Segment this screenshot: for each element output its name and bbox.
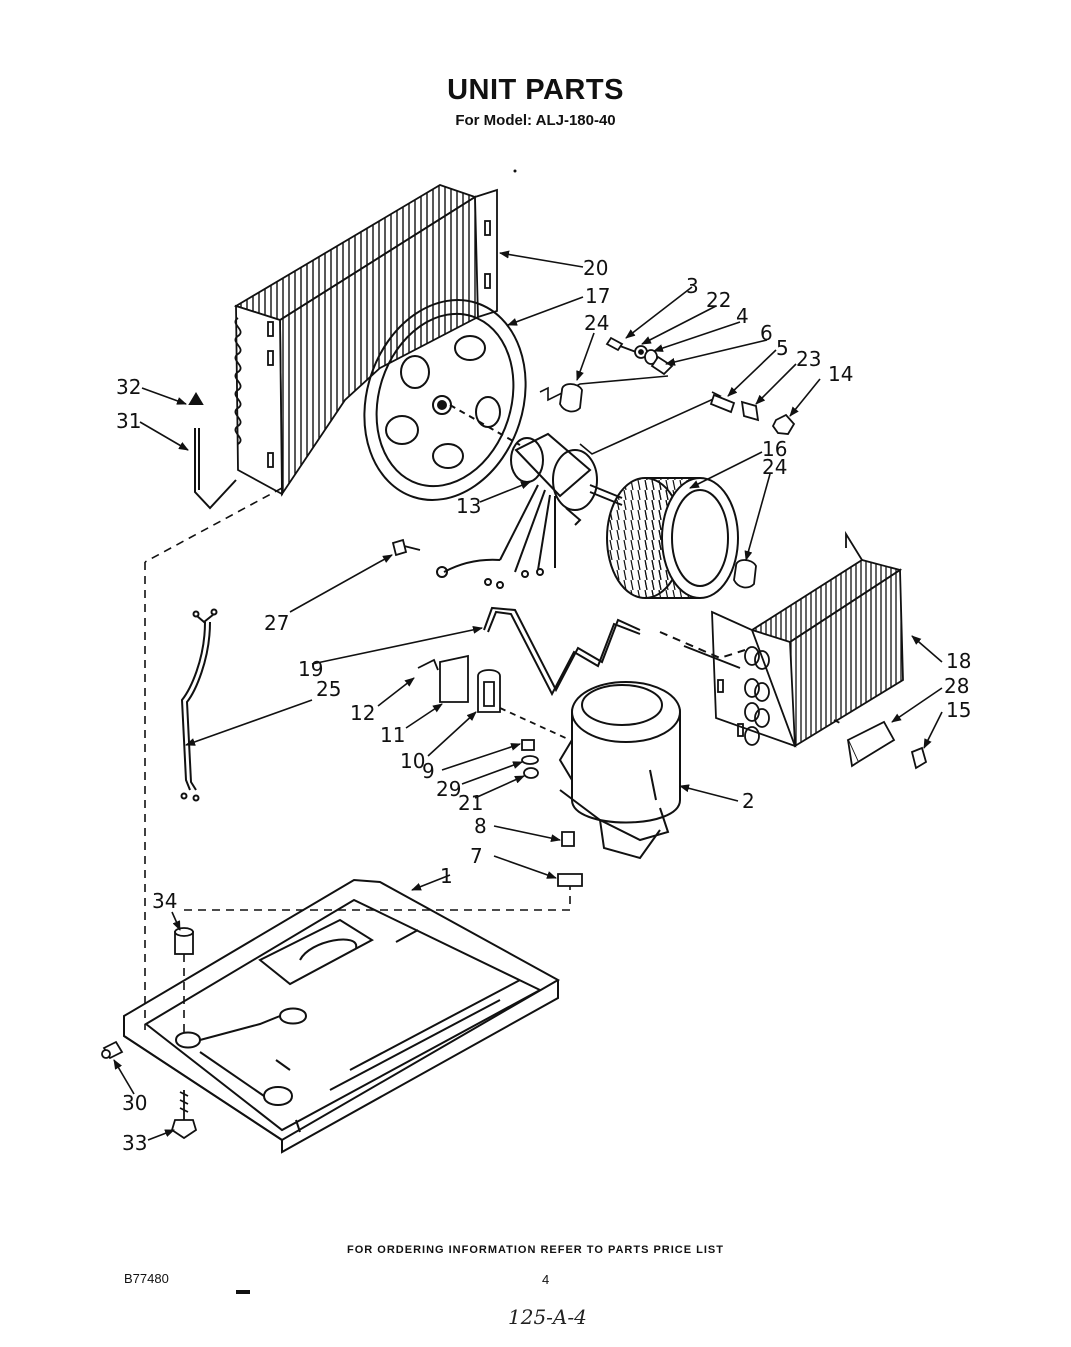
callout-24-upper: 24 [584, 311, 609, 335]
callout-28: 28 [944, 674, 969, 698]
callout-7: 7 [470, 844, 483, 868]
callout-22: 22 [706, 288, 731, 312]
callout-10: 10 [400, 749, 425, 773]
callout-27: 27 [264, 611, 289, 635]
callout-24-lower: 24 [762, 455, 787, 479]
callout-17: 17 [585, 284, 610, 308]
baffle-and-clip [833, 719, 928, 770]
motor-bracket-line [539, 375, 722, 455]
callout-19: 19 [298, 657, 323, 681]
base-pan [123, 878, 561, 1154]
alignment-lines [144, 487, 571, 1036]
refrigerant-tubing [483, 606, 746, 697]
compressor [558, 681, 681, 860]
callout-32: 32 [116, 375, 141, 399]
handwritten-reference: 125-A-4 [508, 1305, 587, 1329]
page-number: 4 [542, 1272, 550, 1287]
callout-9: 9 [422, 759, 435, 783]
capillary-tube [188, 392, 237, 510]
callout-labels: 20 17 3 22 4 6 24 5 23 14 32 31 16 24 13… [116, 256, 971, 1155]
callout-29: 29 [436, 777, 461, 801]
callout-2: 2 [742, 789, 755, 813]
fan-shroud [363, 299, 527, 501]
scan-marks [236, 169, 517, 1294]
callout-30: 30 [122, 1091, 147, 1115]
callout-23: 23 [796, 347, 821, 371]
evaporator-coil [711, 530, 904, 748]
callout-34: 34 [152, 889, 177, 913]
callout-31: 31 [116, 409, 141, 433]
model-subtitle: For Model: ALJ-180-40 [455, 112, 616, 129]
callout-16: 16 [762, 437, 787, 461]
callout-8: 8 [474, 814, 487, 838]
callout-20: 20 [583, 256, 608, 280]
callout-14: 14 [828, 362, 853, 386]
callout-12: 12 [350, 701, 375, 725]
leader-arrows [113, 250, 943, 1141]
callout-21: 21 [458, 791, 483, 815]
callout-13: 13 [456, 494, 481, 518]
callout-5: 5 [776, 336, 789, 360]
compressor-mount-parts [417, 654, 583, 887]
blower-wheel [606, 477, 739, 599]
callout-11: 11 [380, 723, 405, 747]
callout-15: 15 [946, 698, 971, 722]
callout-33: 33 [122, 1131, 147, 1155]
base-fasteners [101, 927, 198, 1140]
wire-harness [180, 608, 218, 802]
callout-18: 18 [946, 649, 971, 673]
mount-hardware [391, 336, 796, 589]
callout-1: 1 [440, 864, 453, 888]
condenser-coil [233, 184, 498, 497]
callout-4: 4 [736, 304, 749, 328]
ordering-info-note: FOR ORDERING INFORMATION REFER TO PARTS … [347, 1244, 724, 1256]
callout-3: 3 [686, 274, 699, 298]
callout-6: 6 [760, 321, 773, 345]
callout-25: 25 [316, 677, 341, 701]
page-title: UNIT PARTS [447, 74, 624, 106]
document-number: B77480 [124, 1271, 169, 1286]
